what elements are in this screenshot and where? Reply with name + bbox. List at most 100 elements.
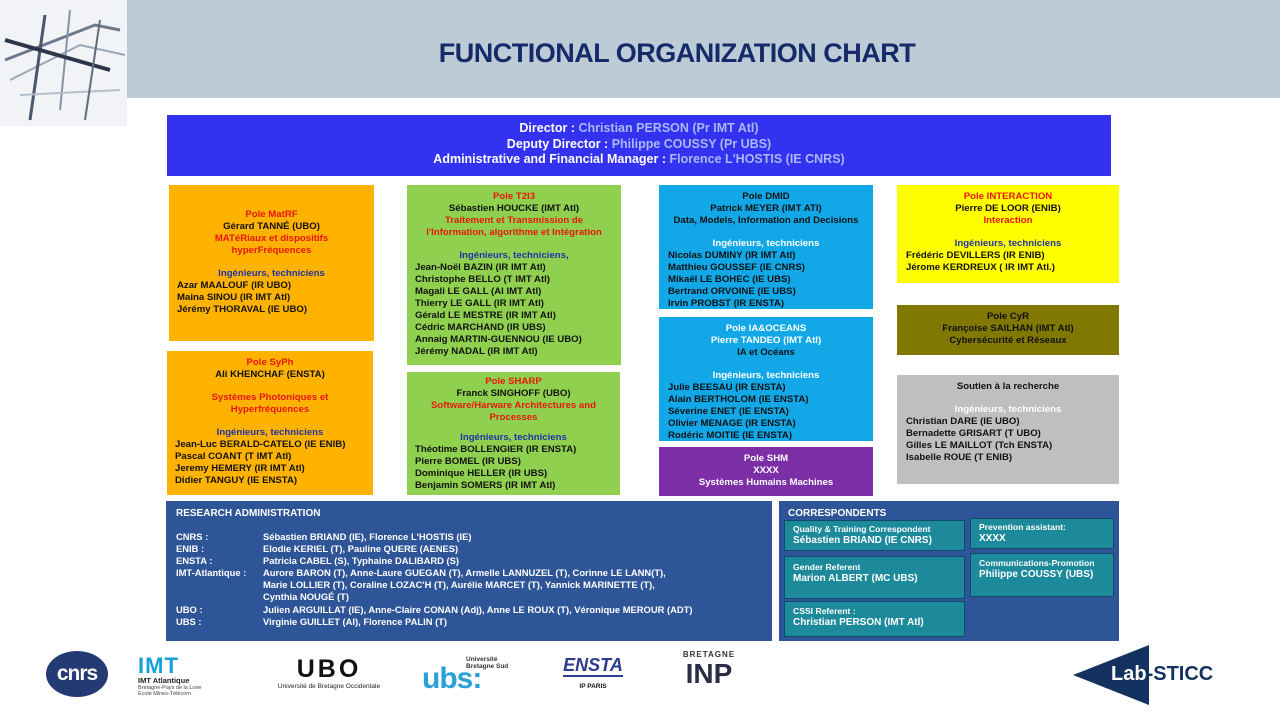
correspondent-name: Sébastien BRIAND (IE CNRS)	[793, 535, 932, 546]
staff-heading: Ingénieurs, techniciens,	[459, 250, 569, 261]
lab-sticc-part: -STICC	[1146, 663, 1214, 685]
director-name: Christian PERSON (Pr IMT Atl)	[578, 121, 759, 135]
pole-title: Pole DMID	[742, 191, 790, 202]
pole-cyr: Pole CyR Françoise SAILHAN (IMT Atl) Cyb…	[897, 305, 1119, 355]
pole-head: XXXX	[753, 465, 779, 476]
deputy-name: Philippe COUSSY (Pr UBS)	[611, 136, 772, 151]
pole-theme-line: IA et Océans	[737, 347, 795, 358]
admin-names: Patricia CABEL (S), Typhaine DALIBARD (S…	[263, 555, 460, 566]
correspondent-name: Marion ALBERT (MC UBS)	[793, 573, 918, 584]
correspondent-role: Communications-Promotion	[979, 558, 1095, 568]
direction-box: Director : Christian PERSON (Pr IMT Atl)…	[167, 115, 1111, 176]
research-administration-title: RESEARCH ADMINISTRATION	[176, 508, 321, 519]
staff-member: Thierry LE GALL (IR IMT Atl)	[415, 298, 544, 309]
pole-theme-line: Data, Models, Information and Decisions	[673, 215, 859, 226]
admin-label: Administrative and Financial Manager :	[433, 152, 666, 166]
pole-interaction: Pole INTERACTION Pierre DE LOOR (ENIB) I…	[897, 185, 1119, 283]
pole-theme-line: hyperFréquences	[231, 245, 312, 256]
ubs-logo: Université Bretagne Sud ubs:	[422, 656, 526, 696]
admin-row: ENIB : Elodie KERIEL (T), Pauline QUERE (…	[176, 543, 762, 555]
pole-head: Franck SINGHOFF (UBO)	[456, 388, 571, 399]
lab-sticc-wordmark: Lab-STICC	[1111, 663, 1213, 686]
staff-heading: Ingénieurs, techniciens	[954, 238, 1062, 249]
admin-name: Florence L'HOSTIS (IE CNRS)	[669, 152, 845, 166]
staff-member: Cédric MARCHAND (IR UBS)	[415, 322, 546, 333]
staff-list: Julie BEESAU (IR ENSTA) Alain BERTHOLOM …	[668, 382, 864, 441]
admin-row: ENSTA : Patricia CABEL (S), Typhaine DALI…	[176, 555, 762, 567]
staff-member: Jean-Luc BERALD-CATELO (IE ENIB)	[175, 439, 346, 450]
staff-member: Gilles LE MAILLOT (Tch ENSTA)	[906, 440, 1053, 451]
staff-member: Gérald LE MESTRE (IR IMT Atl)	[415, 310, 556, 321]
staff-member: Irvin PROBST (IR ENSTA)	[668, 298, 785, 309]
research-support-box: Soutien à la recherche Ingénieurs, techn…	[897, 375, 1119, 484]
pole-head: Pierre DE LOOR (ENIB)	[955, 203, 1061, 214]
staff-member: Azar MAALOUF (IR UBO)	[177, 280, 292, 291]
pole-syph: Pole SyPh Ali KHENCHAF (ENSTA) Systèmes …	[167, 351, 373, 495]
staff-member: Maina SINOU (IR IMT Atl)	[177, 292, 291, 303]
staff-list: Nicolas DUMINY (IR IMT Atl) Matthieu GOU…	[668, 250, 864, 309]
correspondent-role: Gender Referent	[793, 562, 861, 572]
staff-member: Annaig MARTIN-GUENNOU (IE UBO)	[415, 334, 582, 345]
ubs-logo-mark: ubs:	[422, 662, 482, 695]
admin-names: Sébastien BRIAND (IE), Florence L'HOSTIS…	[263, 531, 472, 542]
pole-theme-line: Systèmes Photoniques et	[211, 392, 329, 403]
admin-org: ENSTA :	[176, 555, 213, 566]
pole-title: Pole IA&OCEANS	[725, 323, 807, 334]
admin-names: Elodie KERIEL (T), Pauline QUERE (AENES)	[263, 543, 459, 554]
admin-names: Aurore BARON (T), Anne-Laure GUEGAN (T),…	[263, 567, 666, 602]
staff-member: Jérémy NADAL (IR IMT Atl)	[415, 346, 538, 357]
pole-ia-oceans: Pole IA&OCEANS Pierre TANDEO (IMT Atl) I…	[659, 317, 873, 441]
ensta-logo-sub: IP PARIS	[579, 683, 607, 690]
staff-list: Jean-Noël BAZIN (IR IMT Atl) Christophe …	[415, 262, 613, 358]
director-label: Director :	[519, 121, 575, 135]
staff-member: Dominique HELLER (IR UBS)	[415, 468, 548, 479]
admin-row: UBO :Julien ARGUILLAT (IE), Anne-Claire …	[176, 604, 762, 616]
inp-logo-mark: INP	[685, 658, 733, 689]
lab-sticc-part: Lab	[1111, 663, 1147, 685]
pole-t2i3: Pole T2I3 Sébastien HOUCKE (IMT Atl) Tra…	[407, 185, 621, 365]
admin-org: CNRS :	[176, 531, 209, 542]
pole-theme-line: Processes	[489, 412, 538, 423]
ensta-logo: ENSTA IP PARIS	[548, 655, 638, 697]
staff-member: Théotime BOLLENGIER (IR ENSTA)	[415, 444, 577, 455]
pole-title: Pole SyPh	[246, 357, 294, 368]
pole-sharp: Pole SHARP Franck SINGHOFF (UBO) Softwar…	[407, 372, 620, 495]
imt-logo-sub: Bretagne-Pays de la Loire	[138, 685, 202, 691]
staff-member: Benjamin SOMERS (IR IMT Atl)	[415, 480, 556, 491]
staff-list: Azar MAALOUF (IR UBO) Maina SINOU (IR IM…	[177, 280, 366, 316]
correspondent-gender-referent: Gender Referent Marion ALBERT (MC UBS)	[784, 556, 965, 599]
correspondents-title: CORRESPONDENTS	[788, 508, 887, 519]
cnrs-logo: cnrs	[46, 651, 108, 697]
staff-member: Christophe BELLO (T IMT Atl)	[415, 274, 551, 285]
correspondent-name: Philippe COUSSY (UBS)	[979, 569, 1094, 580]
staff-member: Magali LE GALL (AI IMT Atl)	[415, 286, 542, 297]
staff-member: Pascal COANT (T IMT Atl)	[175, 451, 292, 462]
admin-org: ENIB :	[176, 543, 205, 554]
pole-title: Pole T2I3	[492, 191, 536, 202]
pole-theme-line: Traitement et Transmission de	[444, 215, 584, 226]
pole-matrf: Pole MatRF Gérard TANNÉ (UBO) MATéRiaux …	[169, 185, 374, 341]
staff-member: Christian DARE (IE UBO)	[906, 416, 1020, 427]
staff-member: Bernadette GRISART (T UBO)	[906, 428, 1041, 439]
admin-row: CNRS : Sébastien BRIAND (IE), Florence L'…	[176, 531, 762, 543]
staff-member: Frédéric DEVILLERS (IR ENIB)	[906, 250, 1045, 261]
staff-member: Julie BEESAU (IR ENSTA)	[668, 382, 786, 393]
staff-member: Rodéric MOITIE (IE ENSTA)	[668, 430, 793, 441]
pole-head: Pierre TANDEO (IMT Atl)	[710, 335, 822, 346]
staff-member: Matthieu GOUSSEF (IE CNRS)	[668, 262, 805, 273]
staff-member: Jeremy HEMERY (IR IMT Atl)	[175, 463, 305, 474]
staff-member: Olivier MENAGE (IR ENSTA)	[668, 418, 796, 429]
staff-heading: Ingénieurs, techniciens	[216, 427, 324, 438]
pole-theme-line: Systèmes Humains Machines	[698, 477, 834, 488]
admin-org: UBO :	[176, 604, 203, 615]
staff-heading: Ingénieurs, techniciens	[712, 370, 820, 381]
staff-member: Jérome KERDREUX ( IR IMT Atl.)	[906, 262, 1055, 273]
staff-heading: Ingénieurs, techniciens	[218, 268, 325, 279]
staff-member: Nicolas DUMINY (IR IMT Atl)	[668, 250, 796, 261]
page-title: FUNCTIONAL ORGANIZATION CHART	[438, 38, 916, 68]
staff-member: Jean-Noël BAZIN (IR IMT Atl)	[415, 262, 546, 273]
admin-names: Virginie GUILLET (AI), Florence PALIN (T…	[263, 616, 448, 627]
decorative-corner-image	[0, 0, 127, 126]
header-banner	[0, 0, 1280, 98]
admin-row: UBS :Virginie GUILLET (AI), Florence PAL…	[176, 616, 762, 628]
